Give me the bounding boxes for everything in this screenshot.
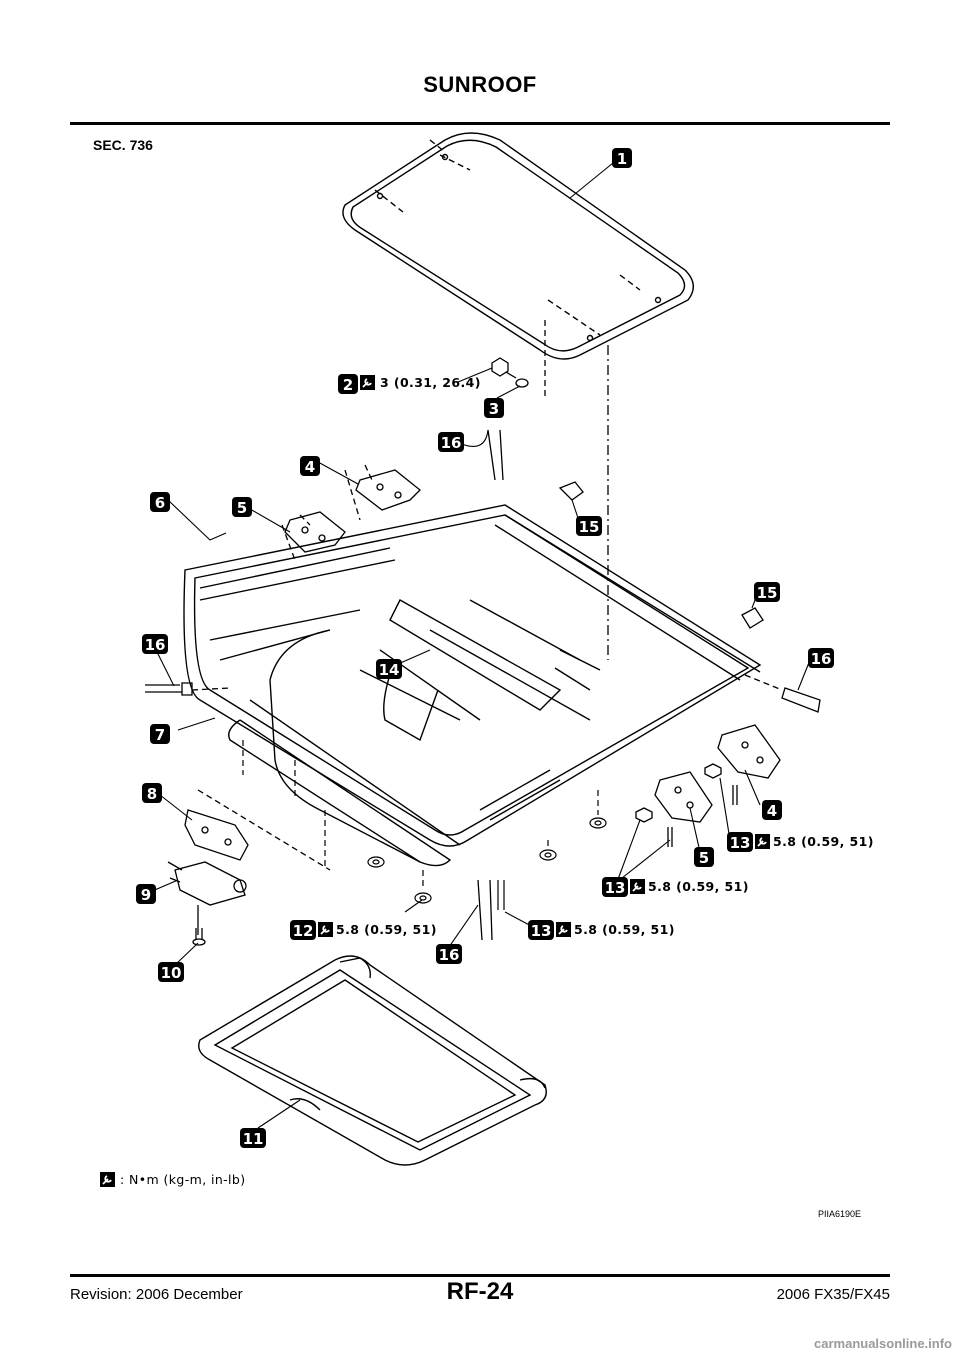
callout-10: 10	[158, 962, 184, 982]
svg-text:13: 13	[531, 922, 552, 940]
svg-text:16: 16	[441, 434, 462, 452]
bolt-and-washer	[491, 320, 609, 660]
sunshade	[198, 955, 547, 1166]
torque-wrench-icon	[359, 374, 376, 391]
model-text: 2006 FX35/FX45	[776, 1286, 890, 1303]
svg-text:: N•m (kg-m, in-lb): : N•m (kg-m, in-lb)	[120, 1172, 246, 1187]
callout-8: 8	[142, 783, 162, 803]
svg-text:14: 14	[379, 661, 400, 679]
torque-13-c: 5.8 (0.59, 51)	[555, 921, 675, 938]
sunroof-frame	[183, 504, 762, 867]
torque-wrench-icon	[317, 921, 334, 938]
svg-text:16: 16	[439, 946, 460, 964]
svg-text:12: 12	[293, 922, 314, 940]
torque-2: 3 (0.31, 26.4)	[359, 374, 481, 391]
callout-7: 7	[150, 724, 170, 744]
svg-text:3: 3	[489, 400, 499, 418]
front-brackets	[281, 464, 421, 561]
svg-text:5: 5	[237, 499, 247, 517]
callout-16-b: 16	[142, 634, 168, 654]
callout-11: 11	[240, 1128, 266, 1148]
section-number: SEC. 736	[93, 137, 153, 153]
callout-15-b: 15	[754, 582, 780, 602]
header-rule	[70, 122, 890, 125]
torque-13-b: 5.8 (0.59, 51)	[629, 878, 749, 895]
glass-lid	[342, 132, 694, 360]
svg-text:4: 4	[767, 802, 777, 820]
svg-text:8: 8	[147, 785, 157, 803]
svg-text:15: 15	[757, 584, 778, 602]
callout-4-rear: 4	[762, 800, 782, 820]
callout-5-front: 5	[232, 497, 252, 517]
svg-text:13: 13	[605, 879, 626, 897]
page-title: SUNROOF	[423, 72, 537, 97]
callout-13-c: 13	[528, 920, 554, 940]
svg-text:9: 9	[141, 886, 151, 904]
svg-text:5: 5	[699, 849, 709, 867]
torque-wrench-icon	[99, 1171, 116, 1188]
torque-wrench-icon	[629, 878, 646, 895]
motor-assembly	[167, 789, 331, 946]
svg-text:4: 4	[305, 458, 315, 476]
callout-2: 2	[338, 374, 358, 394]
figure-code: PIIA6190E	[818, 1209, 861, 1219]
clips	[558, 481, 764, 629]
callout-16-c: 16	[808, 648, 834, 668]
nuts	[242, 740, 607, 910]
callout-15-a: 15	[576, 516, 602, 536]
drain-hoses	[145, 429, 821, 941]
watermark: carmanualsonline.info	[814, 1336, 952, 1351]
callout-3: 3	[484, 398, 504, 418]
svg-text:2: 2	[343, 376, 353, 394]
svg-text:1: 1	[617, 150, 627, 168]
callout-5-rear: 5	[694, 847, 714, 867]
svg-text:5.8 (0.59, 51): 5.8 (0.59, 51)	[648, 879, 749, 894]
page-number: RF-24	[446, 1278, 514, 1305]
svg-text:10: 10	[161, 964, 182, 982]
callout-4-front: 4	[300, 456, 320, 476]
revision-text: Revision: 2006 December	[70, 1286, 243, 1303]
callout-16-d: 16	[436, 944, 462, 964]
svg-text:3 (0.31, 26.4): 3 (0.31, 26.4)	[380, 375, 481, 390]
callout-13-b: 13	[602, 877, 628, 897]
svg-text:6: 6	[155, 494, 165, 512]
svg-text:11: 11	[243, 1130, 264, 1148]
callout-9: 9	[136, 884, 156, 904]
torque-legend: : N•m (kg-m, in-lb)	[99, 1171, 246, 1188]
svg-text:5.8 (0.59, 51): 5.8 (0.59, 51)	[336, 922, 437, 937]
svg-text:15: 15	[579, 518, 600, 536]
torque-wrench-icon	[555, 921, 572, 938]
leader-lines	[149, 162, 811, 1129]
torque-13-a: 5.8 (0.59, 51)	[754, 833, 874, 850]
rear-brackets	[635, 724, 781, 847]
footer-rule	[70, 1274, 890, 1277]
callout-6: 6	[150, 492, 170, 512]
svg-text:5.8 (0.59, 51): 5.8 (0.59, 51)	[773, 834, 874, 849]
callout-14: 14	[376, 659, 402, 679]
svg-text:13: 13	[730, 834, 751, 852]
svg-text:7: 7	[155, 726, 165, 744]
svg-text:16: 16	[145, 636, 166, 654]
callout-1: 1	[612, 148, 632, 168]
callout-12: 12	[290, 920, 316, 940]
torque-wrench-icon	[754, 833, 771, 850]
svg-text:5.8 (0.59, 51): 5.8 (0.59, 51)	[574, 922, 675, 937]
callout-13-a: 13	[727, 832, 753, 852]
callout-16-a: 16	[438, 432, 464, 452]
svg-text:16: 16	[811, 650, 832, 668]
torque-12: 5.8 (0.59, 51)	[317, 921, 437, 938]
